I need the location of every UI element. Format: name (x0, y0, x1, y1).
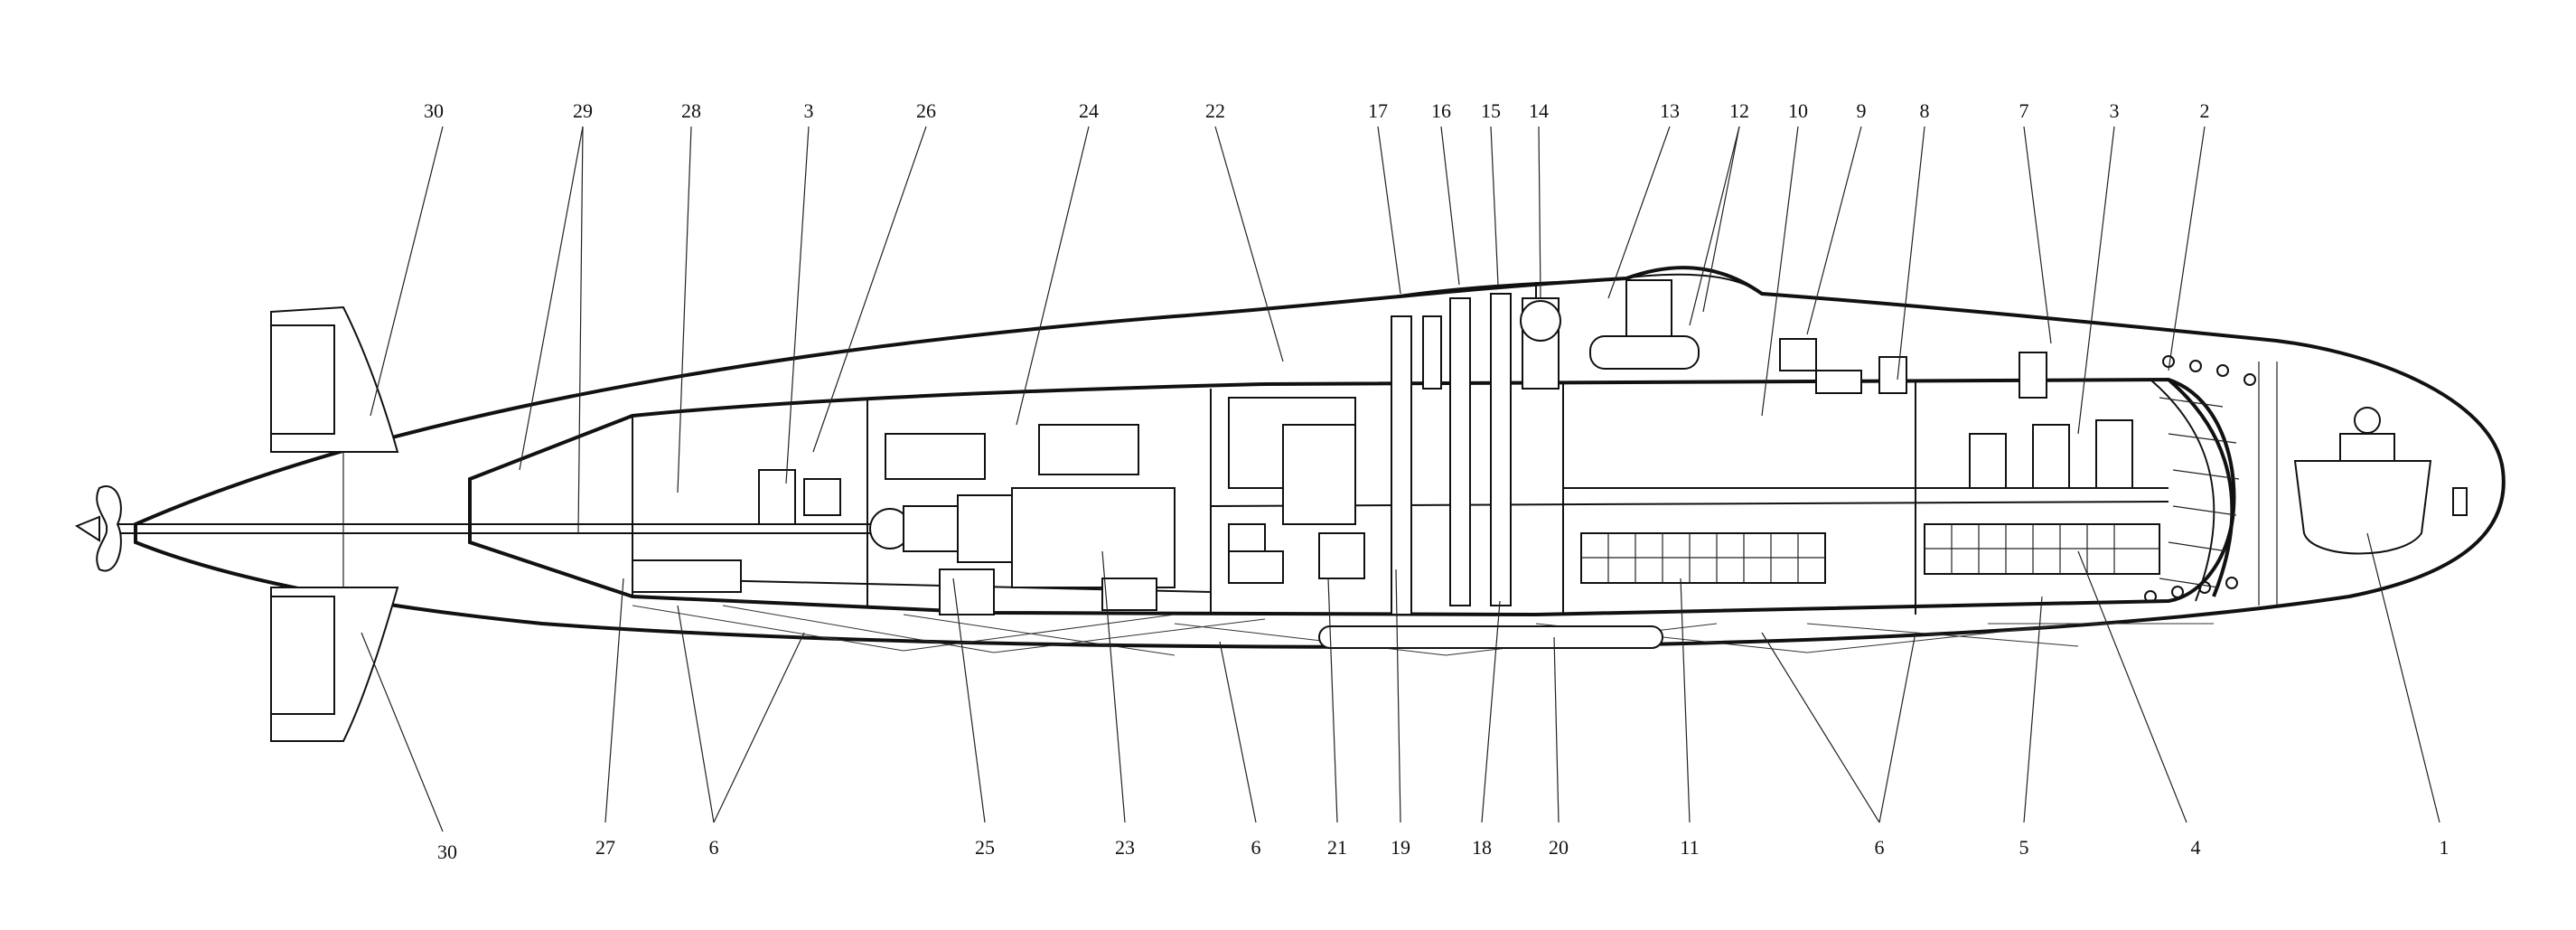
stern-fins (270, 305, 399, 742)
callout-28: 28 (681, 99, 701, 122)
callout-10: 10 (1788, 99, 1808, 122)
callout-24: 24 (1079, 99, 1099, 122)
callout-18: 18 (1472, 836, 1492, 859)
forward-battery (1580, 532, 1826, 584)
callout-23: 23 (1115, 836, 1135, 859)
callout-8: 8 (1920, 99, 1930, 122)
callout-3a: 3 (804, 99, 814, 122)
callout-12: 12 (1729, 99, 1749, 122)
callout-6a: 6 (709, 836, 719, 859)
callout-30b: 30 (437, 841, 457, 863)
callout-labels: 30 29 28 3 26 24 22 17 16 15 14 13 12 10… (424, 99, 2450, 863)
callout-30a: 30 (424, 99, 444, 122)
forward-equipment (1779, 338, 2133, 489)
control-room (1228, 293, 1561, 615)
callout-22: 22 (1205, 99, 1225, 122)
callout-lines (361, 126, 2440, 832)
callout-6b: 6 (1251, 836, 1261, 859)
callout-19: 19 (1391, 836, 1410, 859)
callout-3b: 3 (2110, 99, 2120, 122)
machinery (632, 424, 1157, 615)
callout-2: 2 (2200, 99, 2210, 122)
callout-9: 9 (1857, 99, 1867, 122)
aft-battery (1924, 523, 2160, 575)
callout-25: 25 (975, 836, 995, 859)
callout-4: 4 (2191, 836, 2201, 859)
sail (1382, 273, 1763, 370)
callout-15: 15 (1481, 99, 1501, 122)
bow-structure (2144, 355, 2468, 606)
callout-7: 7 (2019, 99, 2029, 122)
callout-1: 1 (2440, 836, 2450, 859)
callout-27: 27 (595, 836, 615, 859)
outer-hull (134, 266, 2506, 649)
callout-16: 16 (1431, 99, 1451, 122)
propeller-shaft (117, 487, 1176, 588)
callout-29: 29 (573, 99, 593, 122)
keel-hatching (632, 605, 2214, 656)
callout-21: 21 (1327, 836, 1347, 859)
propeller (74, 485, 122, 572)
callout-26: 26 (916, 99, 936, 122)
callout-20: 20 (1549, 836, 1569, 859)
callout-13: 13 (1660, 99, 1680, 122)
callout-14: 14 (1529, 99, 1549, 122)
callout-5: 5 (2019, 836, 2029, 859)
callout-6c: 6 (1875, 836, 1885, 859)
callout-11: 11 (1680, 836, 1699, 859)
callout-17: 17 (1368, 99, 1388, 122)
